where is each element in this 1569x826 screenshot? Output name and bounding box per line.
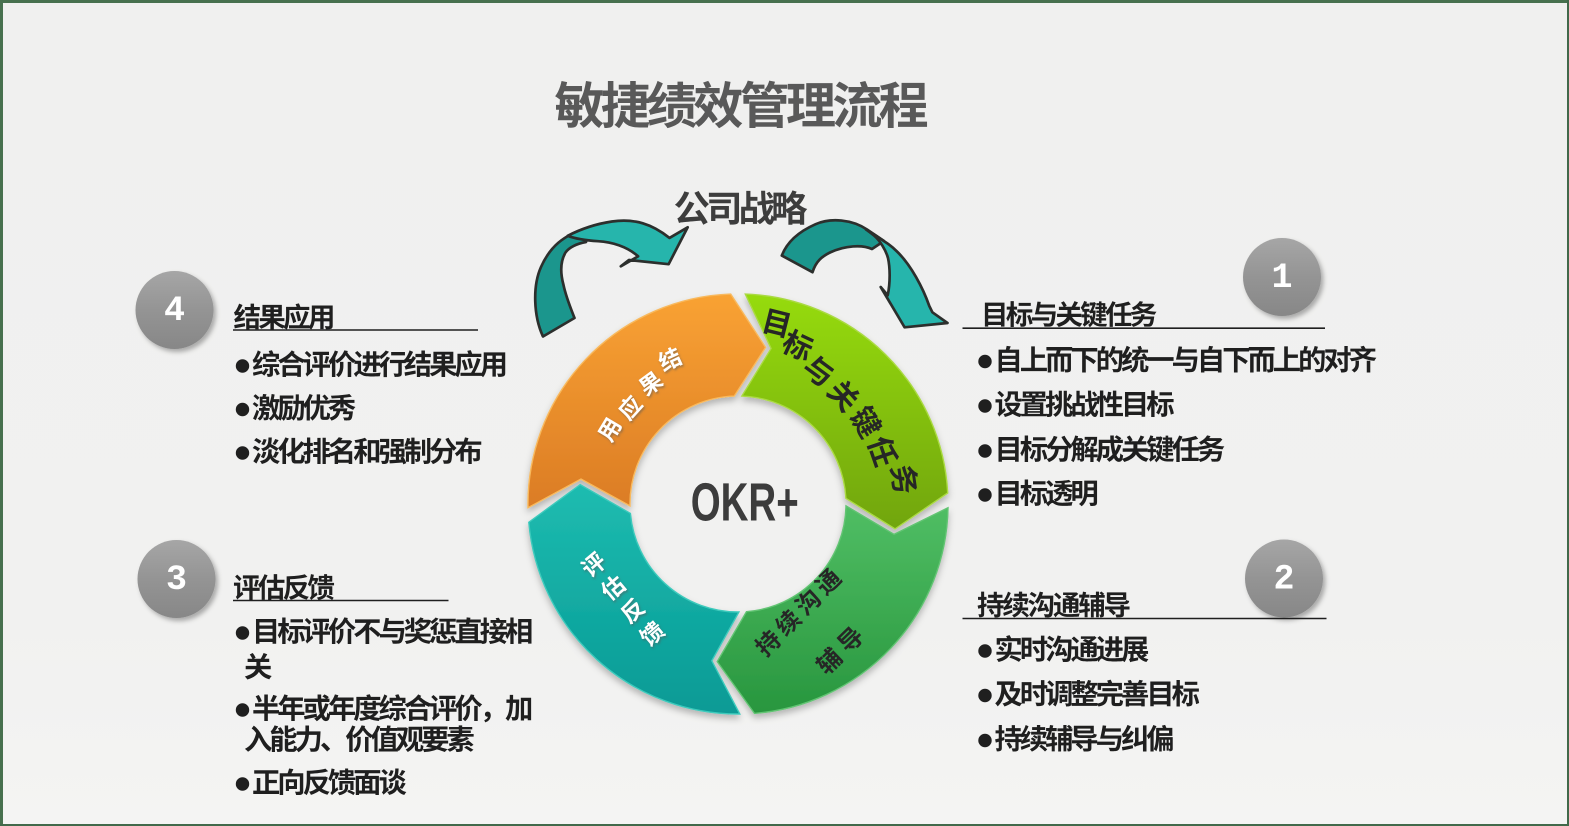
svg-text:2: 2 — [1273, 560, 1294, 600]
svg-text:OKR+: OKR+ — [691, 473, 799, 533]
svg-text:1: 1 — [1271, 258, 1292, 298]
svg-text:3: 3 — [166, 560, 187, 600]
svg-text:4: 4 — [164, 291, 185, 331]
